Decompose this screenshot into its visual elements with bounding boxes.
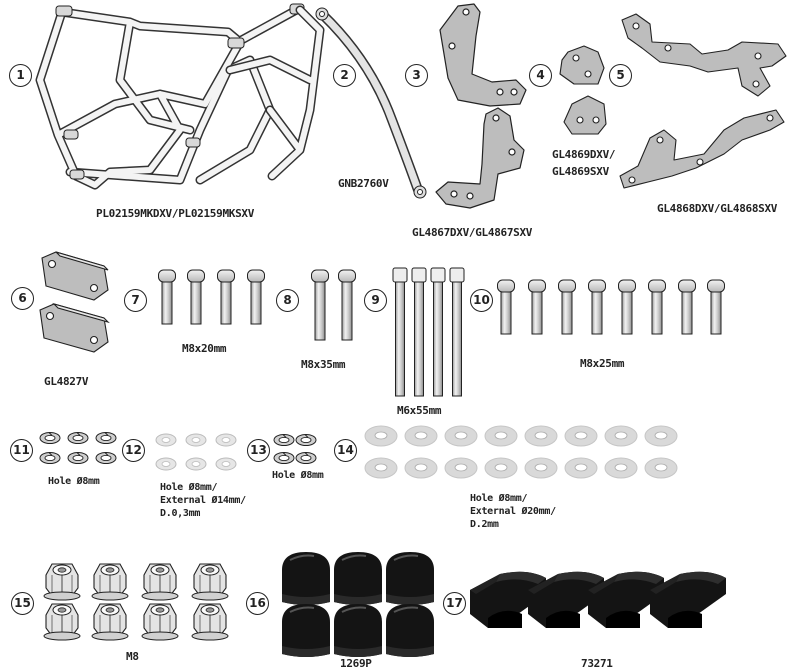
part-1-pannier-frames [35, 3, 305, 190]
part-label: Hole Ø8mm [48, 476, 100, 487]
part-number-badge: 13 [247, 439, 270, 462]
part-9-bolts [392, 267, 465, 397]
part-label: External Ø14mm/ [160, 495, 246, 506]
part-11-spring-washers [39, 432, 117, 464]
part-number-badge: 7 [124, 289, 147, 312]
part-number-badge: 11 [10, 439, 33, 462]
part-label: GL4868DXV/GL4868SXV [657, 202, 778, 215]
part-label: 73271 [581, 657, 613, 670]
part-12-washers [155, 433, 237, 471]
part-7-bolts [158, 269, 265, 325]
part-number-badge: 14 [334, 439, 357, 462]
part-label: GL4827V [44, 375, 89, 388]
part-label: D.0,3mm [160, 508, 201, 519]
part-number-badge: 8 [276, 289, 299, 312]
part-gl4868-brackets [619, 13, 787, 189]
part-6-plates [39, 251, 110, 353]
part-13-spring-washers [273, 434, 317, 464]
part-label: 1269P [340, 657, 372, 670]
part-8-bolts [311, 269, 356, 341]
part-label: Hole Ø8mm/ [160, 482, 218, 493]
part-1-frame-right [225, 5, 325, 181]
part-14-large-washers [364, 425, 678, 479]
part-number-badge: 9 [364, 289, 387, 312]
part-4-5-brackets [559, 45, 607, 135]
part-number-badge: 1 [9, 64, 32, 87]
part-number-badge: 16 [246, 592, 269, 615]
part-2-bar [315, 7, 427, 199]
part-label: Hole Ø8mm/ [470, 493, 528, 504]
part-number-badge: 2 [333, 64, 356, 87]
part-number-badge: 17 [443, 592, 466, 615]
part-number-badge: 10 [470, 289, 493, 312]
part-3-plates [435, 3, 527, 209]
part-label: GL4869DXV/ [552, 148, 616, 161]
part-label: External Ø20mm/ [470, 506, 556, 517]
part-label: GL4867DXV/GL4867SXV [412, 226, 533, 239]
part-label: GNB2760V [338, 177, 389, 190]
part-15-nuts [43, 563, 229, 641]
part-10-bolts [497, 279, 725, 335]
part-label: M6x55mm [397, 404, 442, 417]
part-number-badge: 4 [529, 64, 552, 87]
part-number-badge: 12 [122, 439, 145, 462]
part-label: GL4869SXV [552, 165, 609, 178]
part-label: M8x20mm [182, 342, 227, 355]
part-number-badge: 5 [609, 64, 632, 87]
part-label: D.2mm [470, 519, 499, 530]
part-16-caps [281, 551, 435, 658]
part-number-badge: 15 [11, 592, 34, 615]
part-label: PL02159MKDXV/PL02159MKSXV [96, 207, 255, 220]
part-label: M8 [126, 650, 139, 663]
part-number-badge: 3 [405, 64, 428, 87]
part-label: Hole Ø8mm [272, 470, 324, 481]
part-17-clamps [470, 571, 726, 628]
part-number-badge: 6 [11, 287, 34, 310]
part-label: M8x25mm [580, 357, 625, 370]
part-label: M8x35mm [301, 358, 346, 371]
